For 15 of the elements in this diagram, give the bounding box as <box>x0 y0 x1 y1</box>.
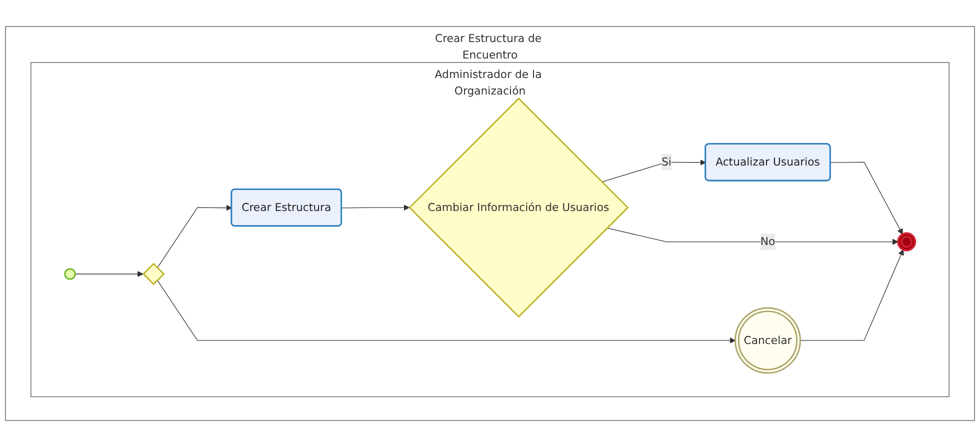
edge-label: No <box>760 235 776 248</box>
node-circle <box>64 268 76 280</box>
arrow <box>830 162 903 235</box>
arrow <box>800 249 904 341</box>
arrow <box>157 280 736 344</box>
node-diamond <box>142 262 165 286</box>
arrow <box>606 228 898 245</box>
arrow <box>602 160 706 182</box>
node-diamond: Cambiar Información de Usuarios <box>408 98 629 318</box>
node-circle: Cancelar <box>734 307 801 374</box>
arrow <box>341 204 410 211</box>
node-circle <box>897 232 916 252</box>
edge-label: Si <box>661 155 672 168</box>
arrow <box>74 271 144 278</box>
arrow <box>157 204 232 268</box>
